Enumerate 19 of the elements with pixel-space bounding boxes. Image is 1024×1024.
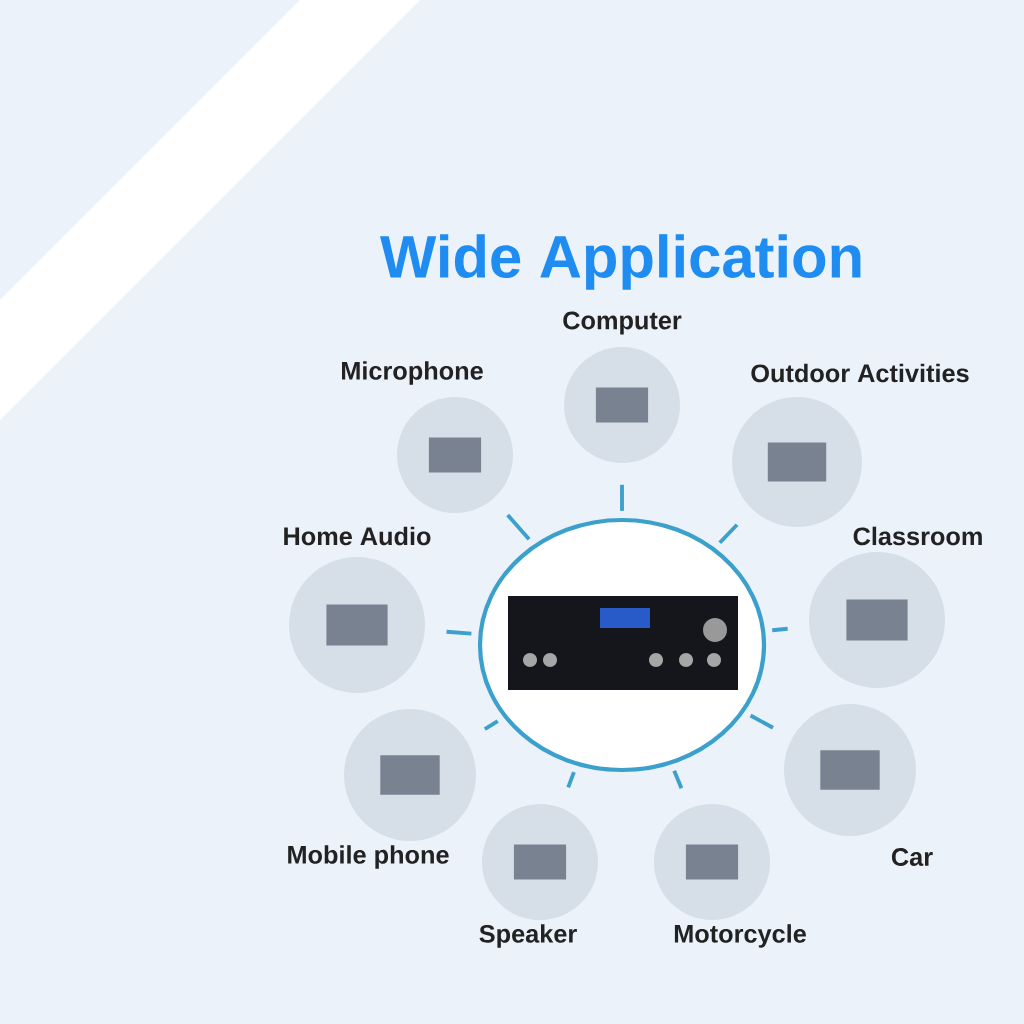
application-label: Outdoor Activities — [751, 363, 969, 383]
application-label: Motorcycle — [674, 924, 806, 948]
application-label: Computer — [563, 311, 682, 335]
spoke-line — [446, 629, 472, 636]
application-label: Microphone — [342, 361, 483, 385]
spoke-line — [749, 713, 774, 730]
application-label: Mobile phone — [288, 845, 449, 869]
spoke-line — [483, 719, 499, 731]
application-label: Classroom — [853, 526, 982, 546]
application-label: Home Audio — [284, 526, 431, 546]
spoke-line — [718, 523, 739, 545]
application-label: Car — [891, 848, 933, 866]
spoke-line — [772, 626, 788, 633]
application-label: Speaker — [479, 924, 577, 948]
spoke-line — [566, 771, 576, 789]
spoke-line — [672, 770, 684, 790]
spoke-line — [506, 513, 531, 541]
spoke-line — [620, 484, 624, 511]
title: Wide Application — [380, 234, 861, 290]
